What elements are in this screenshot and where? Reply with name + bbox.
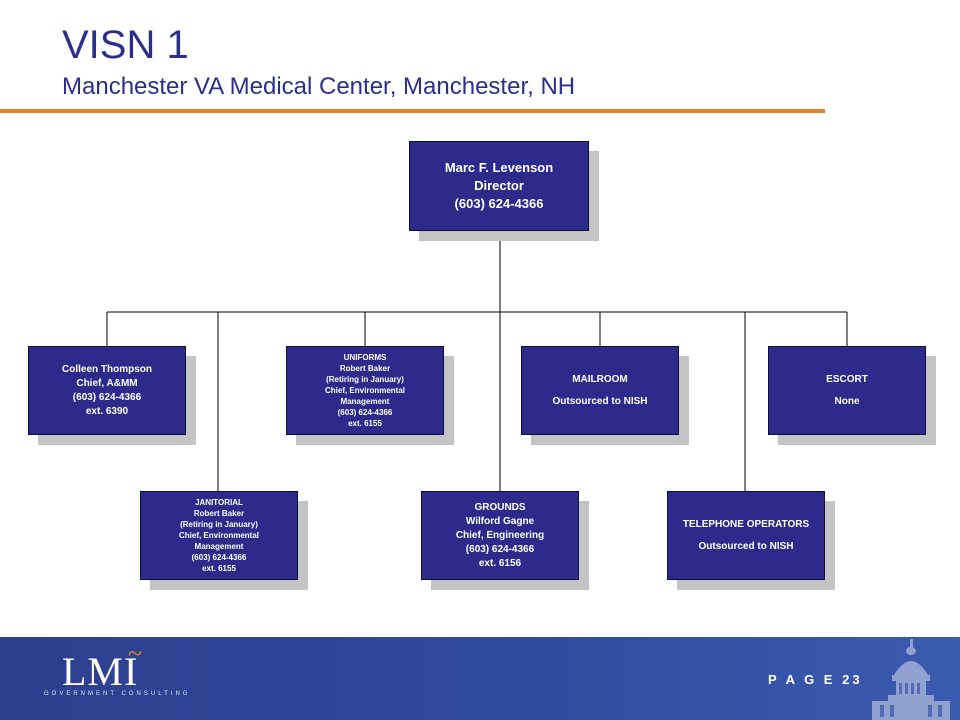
node-line: ext. 6156: [478, 557, 522, 569]
org-node-escort: ESCORT None: [768, 346, 926, 435]
node-line: MAILROOM: [572, 373, 628, 385]
node-line: TELEPHONE OPERATORS: [682, 518, 810, 530]
org-node-director: Marc F. Levenson Director (603) 624-4366: [409, 141, 589, 231]
page-title: VISN 1: [62, 23, 189, 67]
capitol-dome-icon: [872, 639, 950, 720]
org-node-colleen-thompson: Colleen Thompson Chief, A&MM (603) 624-4…: [28, 346, 186, 435]
node-line: Outsourced to NISH: [552, 395, 648, 407]
title-divider: [0, 109, 825, 113]
node-line: ESCORT: [826, 373, 868, 385]
lmi-logo: LMI: [62, 649, 139, 694]
node-line: Chief, A&MM: [76, 377, 138, 389]
org-node-grounds: GROUNDS Wilford Gagne Chief, Engineering…: [421, 491, 579, 580]
footer-bar: [0, 637, 960, 720]
director-name: Marc F. Levenson: [444, 160, 554, 175]
org-node-uniforms: UNIFORMS Robert Baker (Retiring in Janua…: [286, 346, 444, 435]
node-line: GROUNDS: [474, 501, 526, 513]
node-line: (603) 624-4366: [465, 543, 535, 555]
logo-tilde-icon: ~: [128, 639, 143, 668]
node-line: (603) 624-4366: [191, 553, 247, 562]
node-line: Management: [340, 397, 390, 406]
node-line: (603) 624-4366: [72, 391, 142, 403]
org-node-janitorial: JANITORIAL Robert Baker (Retiring in Jan…: [140, 491, 298, 580]
node-line: (Retiring in January): [326, 375, 404, 384]
node-line: ext. 6155: [202, 564, 236, 573]
node-line: Wilford Gagne: [465, 515, 535, 527]
node-line: Chief, Environmental: [178, 531, 259, 540]
node-line: ext. 6155: [348, 419, 382, 428]
node-line: Management: [194, 542, 244, 551]
page-subtitle: Manchester VA Medical Center, Manchester…: [62, 73, 576, 100]
page-number-value: 23: [842, 672, 863, 687]
page-number: P A G E 23: [768, 672, 863, 687]
node-line: Colleen Thompson: [62, 363, 152, 375]
page-label-text: P A G E: [768, 672, 836, 687]
node-line: Chief, Environmental: [324, 386, 405, 395]
node-line: (Retiring in January): [180, 520, 258, 529]
node-line: Chief, Engineering: [455, 529, 545, 541]
director-title: Director: [474, 178, 524, 193]
node-line: UNIFORMS: [343, 353, 387, 362]
org-node-telephone-operators: TELEPHONE OPERATORS Outsourced to NISH: [667, 491, 825, 580]
org-node-mailroom: MAILROOM Outsourced to NISH: [521, 346, 679, 435]
node-line: JANITORIAL: [195, 498, 243, 507]
node-line: (603) 624-4366: [337, 408, 393, 417]
node-line: ext. 6390: [85, 405, 129, 417]
node-line: Robert Baker: [339, 364, 391, 373]
director-phone: (603) 624-4366: [454, 196, 544, 211]
node-line: None: [834, 395, 860, 407]
node-line: Robert Baker: [193, 509, 245, 518]
node-line: Outsourced to NISH: [698, 540, 794, 552]
logo-tagline: GOVERNMENT CONSULTING: [44, 691, 191, 697]
